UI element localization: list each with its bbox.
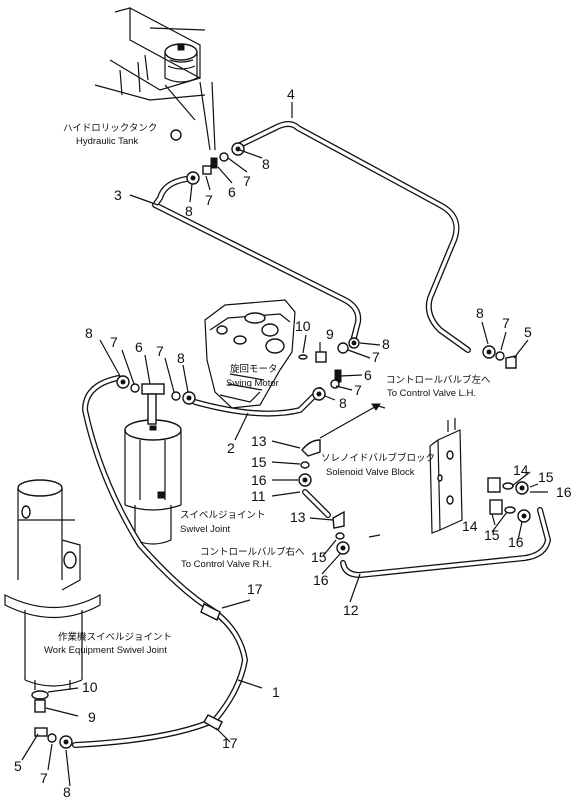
callout-7-swivel-a: 7 — [110, 334, 118, 350]
callout-8-right: 8 — [476, 305, 484, 321]
hydraulic-tank-label-jp: ハイドロリックタンク — [63, 123, 157, 134]
callout-15-b: 15 — [538, 469, 554, 485]
swivel-joint-label-en: Swivel Joint — [180, 524, 231, 535]
callout-9-bottom: 9 — [88, 709, 96, 725]
callout-16-d: 16 — [313, 572, 329, 588]
fittings — [34, 129, 531, 749]
solenoid-valve-block-drawing — [429, 418, 463, 534]
control-rh-label-en: To Control Valve R.H. — [181, 559, 272, 570]
callout-2: 2 — [227, 440, 235, 456]
callout-10-motor: 10 — [295, 318, 311, 334]
callout-7-motor-a: 7 — [372, 349, 380, 365]
callout-7-tank-left: 7 — [205, 192, 213, 208]
callout-numbers: 4 3 8 7 6 7 8 10 9 8 7 6 7 8 8 7 5 8 7 6… — [14, 86, 572, 800]
callout-16-c: 16 — [508, 534, 524, 550]
hose-lines — [72, 121, 551, 748]
callout-8-swivel-b: 8 — [177, 350, 185, 366]
swivel-joint-drawing — [124, 419, 182, 545]
swivel-joint-label-jp: スイベルジョイント — [180, 510, 266, 521]
callout-6-tank: 6 — [228, 184, 236, 200]
callout-13-a: 13 — [251, 433, 267, 449]
callout-7-right: 7 — [502, 315, 510, 331]
hydraulic-tank-label-en: Hydraulic Tank — [76, 136, 138, 147]
callout-8-tank-left: 8 — [185, 203, 193, 219]
callout-7-tank-right: 7 — [243, 173, 251, 189]
callout-17-a: 17 — [247, 581, 263, 597]
callout-15-a: 15 — [251, 454, 267, 470]
callout-5-bottom: 5 — [14, 758, 22, 774]
callout-7-motor-b: 7 — [354, 382, 362, 398]
work-equipment-swivel-joint-drawing — [4, 479, 101, 700]
control-lh-label-en: To Control Valve L.H. — [387, 388, 476, 399]
callout-15-c: 15 — [484, 527, 500, 543]
callout-10-bottom: 10 — [82, 679, 98, 695]
solenoid-label-en: Solenoid Valve Block — [326, 467, 415, 478]
callout-7-swivel-b: 7 — [156, 343, 164, 359]
leader-lines — [21, 102, 548, 787]
callout-6-swivel: 6 — [135, 339, 143, 355]
swing-motor-label-en: Swing Motor — [226, 378, 279, 389]
work-swivel-label-jp: 作業機スイベルジョイント — [58, 631, 172, 643]
swing-motor-label-jp: 旋回モータ — [230, 363, 278, 375]
callout-8-tank-right: 8 — [262, 156, 270, 172]
callout-14-b: 14 — [462, 518, 478, 534]
callout-4: 4 — [287, 86, 295, 102]
callout-11: 11 — [251, 488, 266, 504]
control-lh-label-jp: コントロールバルブ左へ — [386, 374, 491, 386]
swing-motor-drawing — [204, 299, 296, 409]
work-swivel-label-en: Work Equipment Swivel Joint — [44, 645, 167, 656]
callout-3: 3 — [114, 187, 122, 203]
callout-17-b: 17 — [222, 735, 238, 751]
callout-8-motor-b: 8 — [339, 395, 347, 411]
callout-16-b: 16 — [556, 484, 572, 500]
callout-8-bottom: 8 — [63, 784, 71, 800]
control-rh-label-jp: コントロールバルブ右へ — [200, 546, 305, 558]
callout-6-motor: 6 — [364, 367, 372, 383]
callout-5-right: 5 — [524, 324, 532, 340]
solenoid-label-jp: ソレノイドバルブブロック — [321, 452, 435, 464]
component-labels: ハイドロリックタンク Hydraulic Tank 旋回モータ Swing Mo… — [44, 123, 491, 656]
callout-8-motor-a: 8 — [382, 336, 390, 352]
callout-1: 1 — [272, 684, 280, 700]
callout-8-swivel: 8 — [85, 325, 93, 341]
callout-13-b: 13 — [290, 509, 306, 525]
callout-16-a: 16 — [251, 472, 267, 488]
callout-14-a: 14 — [513, 462, 529, 478]
callout-12: 12 — [343, 602, 359, 618]
callout-9-motor: 9 — [326, 326, 334, 342]
hydraulic-tank-drawing — [94, 7, 216, 151]
callout-15-d: 15 — [311, 549, 327, 565]
callout-7-bottom: 7 — [40, 770, 48, 786]
